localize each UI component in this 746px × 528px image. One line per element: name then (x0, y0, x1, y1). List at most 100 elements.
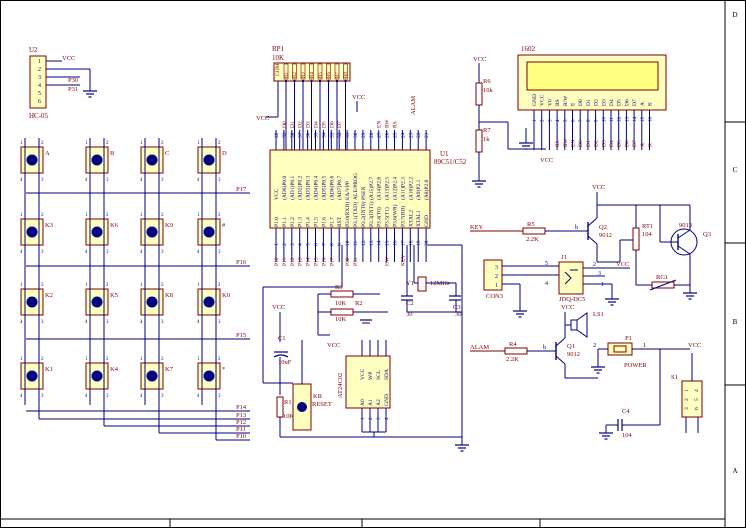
u1-top-net: D7 (337, 121, 343, 128)
eeprom-pin-label: A0 (360, 399, 366, 406)
u1-top-net: EN (377, 121, 383, 128)
key-pin-number: 2 (41, 357, 44, 362)
lcd-vcc: VCC (540, 157, 553, 164)
r2-value: 10K (335, 316, 347, 323)
u2-name: HC-05 (29, 112, 49, 120)
key-button (26, 370, 38, 382)
u1-pin-1: 1 (274, 243, 280, 246)
sensor-circuit: KEY R5 2.2K b Q2 9012 VCC RT1 104 9013 (470, 184, 711, 300)
key-pin-number: 2 (161, 283, 164, 288)
u1-pin-7: 7 (321, 243, 327, 246)
s1-pin-4: 4 (694, 389, 700, 392)
u1-pin-label: XTAL2 (408, 210, 414, 227)
rp1-node (344, 79, 347, 83)
u2-ref: U2 (29, 46, 38, 54)
r1-value: 10K (283, 413, 295, 420)
lcd-1602: 1602 GND1VCC2V03RS4RSR/W5RWE6END07D0D18D… (517, 45, 667, 164)
j1-pin-4: 4 (545, 281, 548, 287)
u1-pin-35: 35 (314, 132, 320, 138)
rp1-node (318, 79, 322, 83)
u1-bottom-net: P31 (353, 257, 359, 266)
lcd-pin-14: 14 (633, 117, 638, 123)
u1-bottom-net: P14 (306, 257, 312, 266)
u2-pin-3: 3 (38, 75, 41, 81)
j1-pin-5: 5 (545, 261, 548, 267)
key-pin-number: 1 (85, 357, 88, 362)
u1-bottom-net: P10 (274, 257, 280, 266)
u1-pin-label: (A9)P2.1 (415, 179, 422, 200)
lcd-pin-label: E (571, 102, 577, 106)
u1-bottom-net: P17 (329, 257, 335, 266)
u1-top-net: D1 (290, 121, 296, 128)
u1-pin-2: 2 (282, 243, 288, 246)
u1-pin-32: 32 (337, 132, 343, 138)
key-pin-number: 4 (20, 178, 23, 183)
lcd-pin-7: 7 (579, 119, 584, 122)
u1-pin-10: 10 (345, 240, 351, 246)
key-pin-number: 3 (41, 394, 44, 399)
u1-pin-label: P3.3(INT1) (368, 201, 375, 227)
key-button (91, 154, 103, 166)
r5-ref: R5 (527, 221, 535, 228)
u1-pin-24: 24 (400, 132, 406, 138)
key-pin-number: 1 (140, 141, 143, 146)
key-pin-number: 3 (106, 394, 109, 399)
lcd-net: RS (555, 140, 561, 147)
p1-pin-1: 1 (643, 342, 646, 349)
s1-pin-2: 2 (684, 398, 690, 401)
p1-ref: P1 (625, 335, 632, 342)
key-pin-number: 2 (106, 141, 109, 146)
u1-pin-label: P1.4 (306, 217, 312, 227)
key-net: KEY (470, 224, 484, 231)
key-label: K5 (110, 292, 118, 299)
zone-label-a: A (732, 467, 737, 475)
r4-ref: R4 (509, 341, 517, 348)
lcd-net: RW (563, 138, 569, 147)
u1-pin-13: 13 (369, 240, 375, 246)
key-pin-number: 1 (197, 283, 200, 288)
c2-value: 30 (406, 311, 413, 318)
key-pin-number: 3 (106, 320, 109, 325)
lcd-pin-label: R/W (563, 95, 569, 106)
s1-pin-3: 3 (684, 407, 690, 410)
rp1-res-R3: R3 (302, 72, 307, 78)
u1-pin-33: 33 (329, 132, 335, 138)
lcd-pin-label: VCC (540, 94, 546, 106)
key-label: B (110, 150, 115, 157)
u1-pin-36: 36 (306, 132, 312, 138)
u1-pin-18: 18 (408, 240, 414, 246)
eeprom-pin-label: SCL (376, 369, 382, 380)
key-button (91, 296, 103, 308)
u1-bottom-net: HW (385, 256, 391, 266)
u1-pin-label: (A12)P2.4 (392, 177, 399, 200)
rp1-res-R1: R1 (285, 72, 290, 78)
u2-p31-net: P31 (68, 86, 78, 93)
u1-pin-8: 8 (329, 243, 335, 246)
alam-net: ALAM (470, 344, 489, 351)
q2-ref: Q2 (599, 224, 607, 231)
key-pin-number: 3 (218, 250, 221, 255)
key-label: C (165, 150, 169, 157)
col-net-2: P11 (236, 426, 246, 433)
con3-pin-3: 3 (495, 265, 498, 271)
j1-pin-3: 3 (598, 271, 601, 277)
r4-value: 2.2K (506, 356, 519, 363)
lcd-pin-label: D3 (601, 99, 607, 106)
u1-pin-40: 40 (274, 132, 280, 138)
u2-pin-4: 4 (38, 83, 41, 89)
u1-pin-label: P3.6(WR) (392, 204, 399, 227)
key-pin-number: 4 (85, 320, 88, 325)
lcd-pin-label: D6 (624, 99, 630, 106)
lcd-pin-label: V0 (547, 99, 553, 106)
rp1-res-R5: R5 (319, 72, 324, 78)
key-pin-number: 2 (106, 283, 109, 288)
col-net-0: P13 (236, 412, 246, 419)
mcu-u1: U1 89C51/C52 40VCC39(AD0)P0.0D038(AD1)P0… (269, 94, 467, 266)
u1-pin-6: 6 (314, 243, 320, 246)
key-pin-number: 4 (140, 250, 143, 255)
u1-top-net: RW (385, 119, 391, 128)
